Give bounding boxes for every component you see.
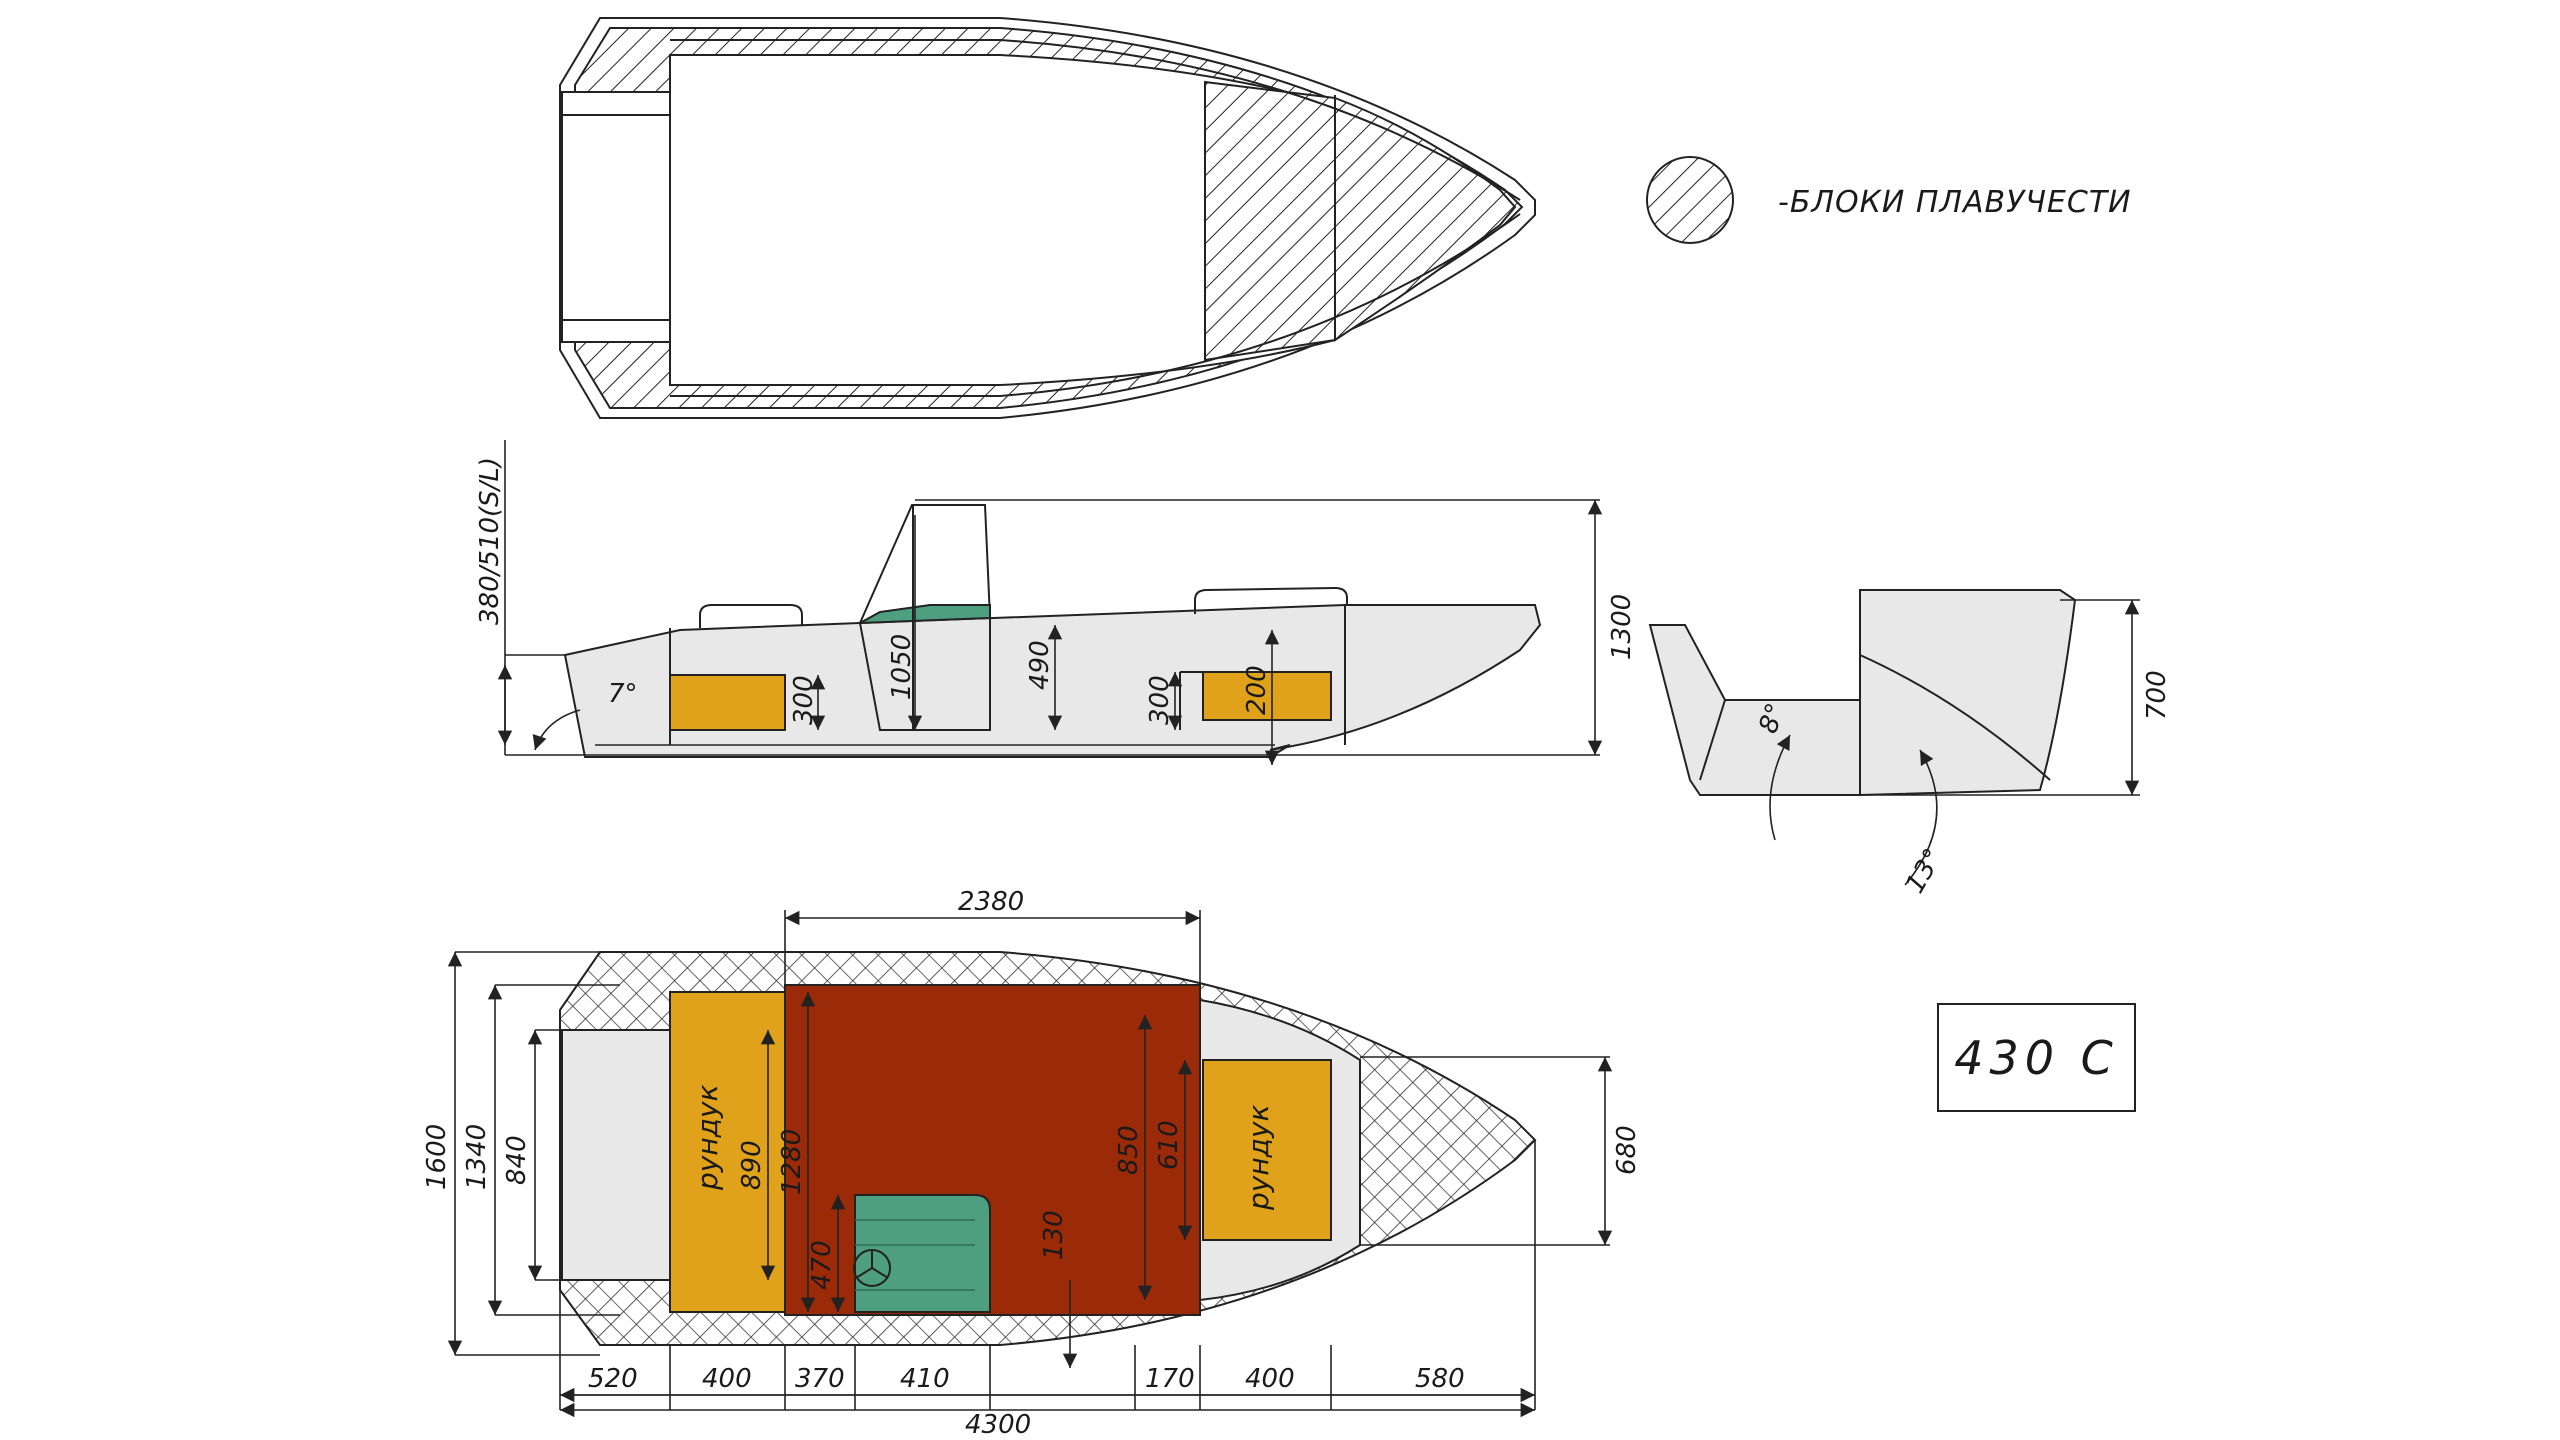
top-view-flotation bbox=[559, 17, 1536, 419]
dim-seg-520: 520 bbox=[588, 1364, 638, 1394]
legend: -БЛОКИ ПЛАВУЧЕСТИ bbox=[1646, 156, 2132, 244]
aft-locker-label: рундук bbox=[691, 1084, 724, 1191]
dim-seg-580: 580 bbox=[1415, 1364, 1465, 1394]
side-view-dims bbox=[497, 440, 1603, 765]
dim-bow-width: 680 bbox=[1612, 1125, 1642, 1175]
dim-seat-height-fwd: 300 bbox=[1145, 675, 1175, 725]
section-hull-right bbox=[1859, 589, 2077, 797]
dim-console-height: 490 bbox=[1025, 640, 1055, 690]
dim-overall-width: 1600 bbox=[422, 1124, 452, 1190]
dim-seg-370: 370 bbox=[795, 1364, 845, 1394]
dim-console-width: 470 bbox=[807, 1240, 837, 1290]
dim-fwd-width: 850 bbox=[1114, 1125, 1144, 1175]
legend-flotation-icon bbox=[1646, 156, 1734, 244]
fwd-grab-rail bbox=[1194, 586, 1348, 614]
dim-overall-length: 4300 bbox=[965, 1410, 1031, 1440]
bow-flotation-block bbox=[1204, 80, 1336, 362]
dim-seg-170: 170 bbox=[1145, 1364, 1195, 1394]
dim-inner-width: 1340 bbox=[462, 1124, 492, 1190]
dim-transom-height: 380/510(S/L) bbox=[475, 457, 505, 625]
dim-cockpit-width: 1280 bbox=[777, 1129, 807, 1195]
dim-windshield-height: 1050 bbox=[887, 634, 917, 700]
dim-angle-chine: 13° bbox=[1900, 844, 1949, 899]
dim-locker-height: 200 bbox=[1242, 665, 1272, 715]
windshield-frame bbox=[859, 504, 991, 624]
dim-aft-locker-width: 890 bbox=[737, 1140, 767, 1190]
dim-transom-seat-width: 840 bbox=[502, 1135, 532, 1185]
legend-label: -БЛОКИ ПЛАВУЧЕСТИ bbox=[1778, 185, 2132, 220]
hull-chine-line-top bbox=[670, 39, 1521, 201]
dim-seg-400a: 400 bbox=[702, 1364, 752, 1394]
transom-seat-plan bbox=[561, 1029, 671, 1281]
dim-console-offset: 130 bbox=[1039, 1210, 1069, 1260]
dim-fwd-locker-width: 610 bbox=[1154, 1120, 1184, 1170]
windshield-glass bbox=[859, 604, 991, 624]
steering-wheel-icon bbox=[853, 1249, 891, 1287]
console-side bbox=[858, 616, 991, 731]
dim-seat-height-aft: 300 bbox=[789, 675, 819, 725]
side-view bbox=[563, 504, 1542, 758]
transom-seat bbox=[561, 91, 671, 343]
section-view bbox=[1648, 589, 2140, 886]
plan-view-dims bbox=[447, 910, 1613, 1418]
dim-transom-angle: 7° bbox=[608, 679, 638, 709]
section-hull-left bbox=[1648, 624, 1861, 796]
fwd-locker-label: рундук bbox=[1242, 1104, 1275, 1211]
dim-seg-410: 410 bbox=[900, 1364, 950, 1394]
aft-grab-rail bbox=[699, 604, 803, 628]
bow-tip-block bbox=[1334, 96, 1517, 342]
console-plan bbox=[854, 1194, 991, 1313]
fwd-locker bbox=[1202, 1059, 1332, 1241]
aft-seat-box bbox=[669, 674, 786, 731]
dim-seg-400b: 400 bbox=[1245, 1364, 1295, 1394]
dim-section-height: 700 bbox=[2142, 670, 2172, 720]
dim-overall-height: 1300 bbox=[1607, 594, 1637, 660]
dim-cockpit-length: 2380 bbox=[958, 887, 1024, 917]
model-label: 430 C bbox=[1937, 1003, 2136, 1112]
